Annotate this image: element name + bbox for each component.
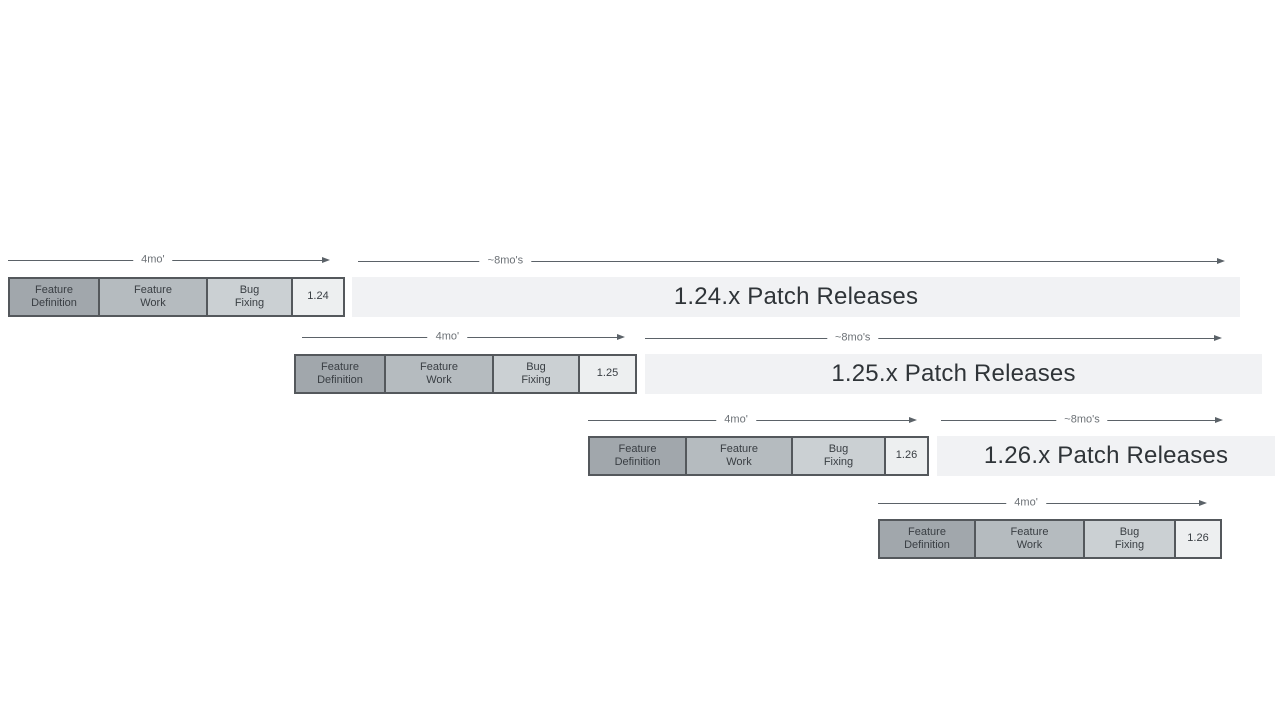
version-label: 1.26 xyxy=(1187,532,1209,545)
patch-releases-label: 1.25.x Patch Releases xyxy=(831,360,1076,387)
patch-duration-label: ~8mo's xyxy=(479,254,532,267)
arrowhead-icon xyxy=(617,333,625,340)
patch-releases-bar: 1.26.x Patch Releases xyxy=(937,436,1275,476)
patch-cycle-arrow: ~8mo's xyxy=(358,253,1225,269)
patch-duration-label: ~8mo's xyxy=(1056,413,1108,426)
patch-duration-label: ~8mo's xyxy=(827,331,879,344)
phase-box-bug-fixing: Bug Fixing xyxy=(492,354,580,394)
phase-box-feature-work: Feature Work xyxy=(685,436,793,476)
phase-box-feature-definition: Feature Definition xyxy=(588,436,687,476)
release-row: Feature Definition Feature Work Bug Fixi… xyxy=(878,519,1222,559)
phase-box-bug-fixing: Bug Fixing xyxy=(206,277,293,317)
phase-label: Bug Fixing xyxy=(521,360,551,386)
patch-releases-label: 1.26.x Patch Releases xyxy=(983,442,1229,469)
dev-cycle-arrow: 4mo' xyxy=(302,329,625,345)
arrow-line xyxy=(645,338,1215,339)
arrowhead-icon xyxy=(909,416,917,423)
phase-box-feature-definition: Feature Definition xyxy=(8,277,100,317)
version-label: 1.24 xyxy=(307,290,329,303)
patch-releases-bar: 1.24.x Patch Releases xyxy=(352,277,1240,317)
arrowhead-icon xyxy=(1215,416,1223,423)
dev-duration-label: 4mo' xyxy=(427,330,468,343)
release-row: Feature Definition Feature Work Bug Fixi… xyxy=(8,277,345,317)
dev-cycle-arrow: 4mo' xyxy=(878,495,1207,511)
dev-duration-label: 4mo' xyxy=(133,253,173,266)
phase-label: Bug Fixing xyxy=(823,442,854,468)
dev-duration-label: 4mo' xyxy=(1006,496,1046,509)
arrowhead-icon xyxy=(322,256,330,263)
phase-label: Bug Fixing xyxy=(234,283,265,309)
phase-label: Bug Fixing xyxy=(1114,525,1145,551)
phase-box-feature-definition: Feature Definition xyxy=(878,519,976,559)
phase-box-bug-fixing: Bug Fixing xyxy=(1083,519,1176,559)
version-box: 1.26 xyxy=(1174,519,1222,559)
patch-releases-label: 1.24.x Patch Releases xyxy=(673,283,919,310)
dev-cycle-arrow: 4mo' xyxy=(588,412,917,428)
phase-label: Feature Definition xyxy=(317,360,363,386)
arrowhead-icon xyxy=(1217,257,1225,264)
dev-cycle-arrow: 4mo' xyxy=(8,252,330,268)
version-box: 1.25 xyxy=(578,354,637,394)
patch-cycle-arrow: ~8mo's xyxy=(941,412,1223,428)
version-box: 1.26 xyxy=(884,436,929,476)
phase-label: Feature Work xyxy=(720,442,758,468)
version-label: 1.25 xyxy=(596,367,619,380)
arrow-line xyxy=(358,261,1218,262)
version-box: 1.24 xyxy=(291,277,345,317)
phase-label: Feature Work xyxy=(1010,525,1049,551)
phase-label: Feature Work xyxy=(420,360,458,386)
release-row: Feature Definition Feature Work Bug Fixi… xyxy=(294,354,637,394)
phase-box-feature-work: Feature Work xyxy=(974,519,1085,559)
phase-box-feature-work: Feature Work xyxy=(384,354,494,394)
phase-label: Feature Definition xyxy=(31,283,77,309)
patch-cycle-arrow: ~8mo's xyxy=(645,330,1222,346)
patch-releases-bar: 1.25.x Patch Releases xyxy=(645,354,1262,394)
phase-box-bug-fixing: Bug Fixing xyxy=(791,436,886,476)
phase-box-feature-definition: Feature Definition xyxy=(294,354,386,394)
release-row: Feature Definition Feature Work Bug Fixi… xyxy=(588,436,929,476)
dev-duration-label: 4mo' xyxy=(716,413,756,426)
arrowhead-icon xyxy=(1199,499,1207,506)
arrowhead-icon xyxy=(1214,334,1222,341)
phase-label: Feature Definition xyxy=(904,525,950,551)
phase-box-feature-work: Feature Work xyxy=(98,277,208,317)
phase-label: Feature Definition xyxy=(614,442,661,468)
phase-label: Feature Work xyxy=(134,283,172,309)
version-label: 1.26 xyxy=(895,449,918,462)
